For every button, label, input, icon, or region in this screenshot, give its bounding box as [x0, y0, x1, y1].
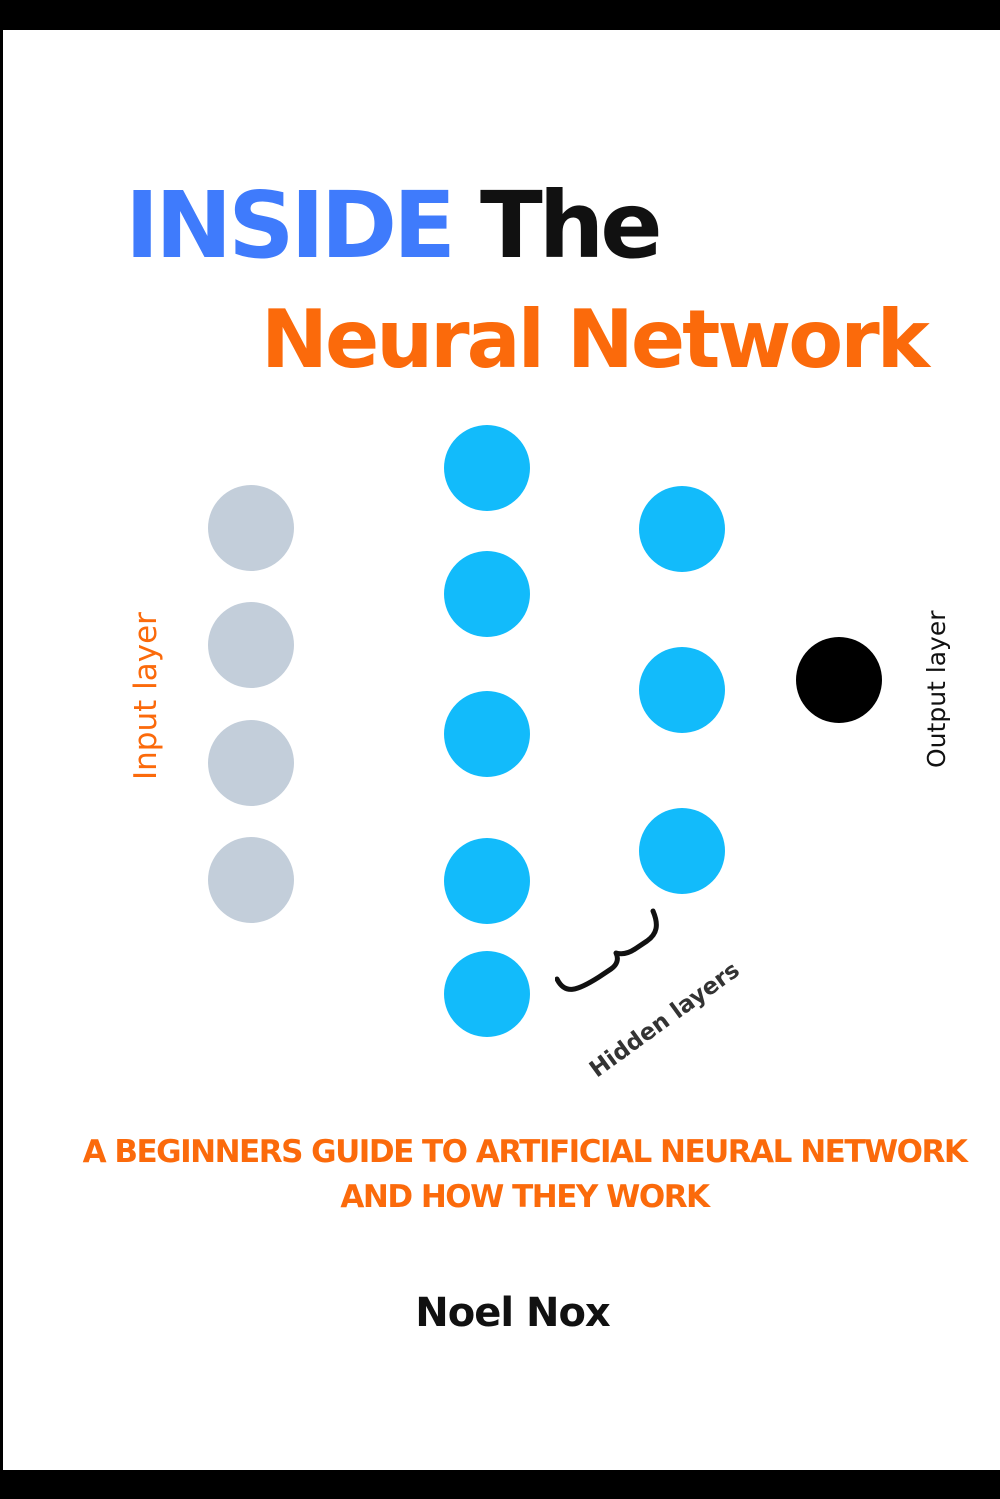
- input-node-1: [208, 485, 294, 571]
- hidden-layer1-node-1: [444, 425, 530, 511]
- subtitle: A BEGINNERS GUIDE TO ARTIFICIAL NEURAL N…: [52, 1130, 997, 1220]
- input-node-3: [208, 720, 294, 806]
- bottom-border: [0, 1470, 1000, 1499]
- subtitle-line-2: AND HOW THEY WORK: [340, 1179, 710, 1215]
- title-word-the: The: [479, 172, 663, 279]
- author-name: Noel Nox: [415, 1290, 610, 1336]
- hidden-layer1-node-5: [444, 951, 530, 1037]
- input-layer-label: Input layer: [128, 612, 164, 780]
- hidden-layer2-node-2: [639, 647, 725, 733]
- subtitle-line-1: A BEGINNERS GUIDE TO ARTIFICIAL NEURAL N…: [82, 1134, 968, 1170]
- hidden-layers-brace: [555, 908, 659, 992]
- title-line-2: Neural Network: [261, 293, 930, 386]
- book-cover: INSIDE The Neural Network: [3, 30, 1000, 1470]
- hidden-layer1-node-3: [444, 691, 530, 777]
- input-node-2: [208, 602, 294, 688]
- output-layer-label: Output layer: [922, 610, 951, 768]
- hidden-layer2-node-1: [639, 486, 725, 572]
- hidden-layer2-node-3: [639, 808, 725, 894]
- input-node-4: [208, 837, 294, 923]
- hidden-layer1-node-4: [444, 838, 530, 924]
- title-line-1: INSIDE The: [125, 180, 663, 272]
- output-node: [796, 637, 882, 723]
- title-word-inside: INSIDE: [125, 172, 456, 279]
- hidden-layer1-node-2: [444, 551, 530, 637]
